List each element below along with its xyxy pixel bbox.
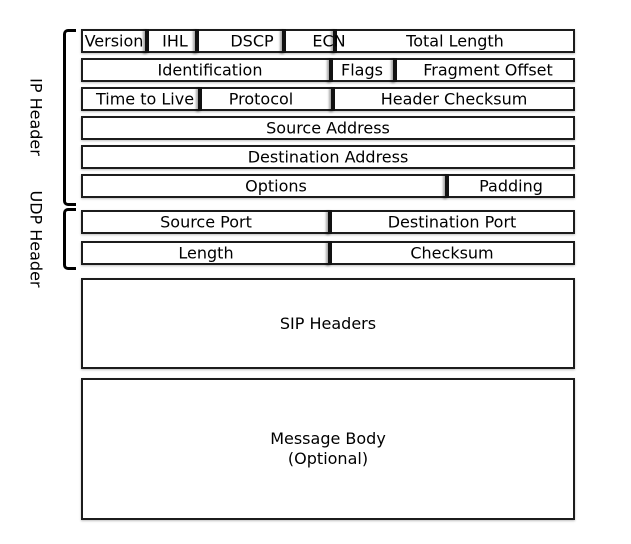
field-ihl: IHL xyxy=(162,31,188,51)
ip-row-3: Time to Live Protocol Header Checksum xyxy=(81,87,575,111)
ip-row-6: Options Padding xyxy=(81,174,575,198)
sip-headers-label: SIP Headers xyxy=(279,313,377,333)
field-identification: Identification xyxy=(157,60,263,80)
field-divider xyxy=(328,241,332,265)
field-flags: Flags xyxy=(341,60,383,80)
field-destination-port: Destination Port xyxy=(387,212,517,232)
field-divider xyxy=(445,174,449,198)
field-time-to-live: Time to Live xyxy=(95,89,195,109)
field-divider xyxy=(195,29,199,53)
field-options: Options xyxy=(245,176,307,196)
message-body-optional: (Optional) xyxy=(287,449,369,468)
field-divider xyxy=(145,29,149,53)
field-padding: Padding xyxy=(479,176,543,196)
message-body-box: Message Body (Optional) xyxy=(81,378,575,520)
field-checksum: Checksum xyxy=(410,243,494,263)
ip-row-4: Source Address xyxy=(81,116,575,140)
field-version: Version xyxy=(84,31,144,51)
field-protocol: Protocol xyxy=(228,89,294,109)
ip-row-2: Identification Flags Fragment Offset xyxy=(81,58,575,82)
field-dscp: DSCP xyxy=(230,31,274,51)
field-fragment-offset: Fragment Offset xyxy=(423,60,553,80)
field-header-checksum: Header Checksum xyxy=(380,89,528,109)
udp-header-label: UDP Header xyxy=(26,190,46,288)
field-divider xyxy=(333,29,337,53)
field-divider xyxy=(328,210,332,234)
field-divider xyxy=(282,29,286,53)
udp-row-1: Source Port Destination Port xyxy=(81,210,575,234)
field-divider xyxy=(198,87,202,111)
udp-row-2: Length Checksum xyxy=(81,241,575,265)
ip-header-label: IP Header xyxy=(26,78,46,156)
sip-headers-box: SIP Headers xyxy=(81,278,575,369)
field-divider xyxy=(329,58,333,82)
udp-header-bracket xyxy=(63,208,76,270)
ip-row-5: Destination Address xyxy=(81,145,575,169)
field-length: Length xyxy=(178,243,234,263)
field-total-length: Total Length xyxy=(406,31,504,51)
message-body-label: Message Body xyxy=(270,429,386,448)
ip-header-bracket xyxy=(63,29,76,206)
field-destination-address: Destination Address xyxy=(247,147,409,167)
field-ecn: ECN xyxy=(312,31,346,51)
field-source-port: Source Port xyxy=(160,212,252,232)
field-divider xyxy=(393,58,397,82)
field-divider xyxy=(331,87,335,111)
ip-row-1: Version IHL DSCP ECN Total Length xyxy=(81,29,575,53)
field-source-address: Source Address xyxy=(266,118,390,138)
